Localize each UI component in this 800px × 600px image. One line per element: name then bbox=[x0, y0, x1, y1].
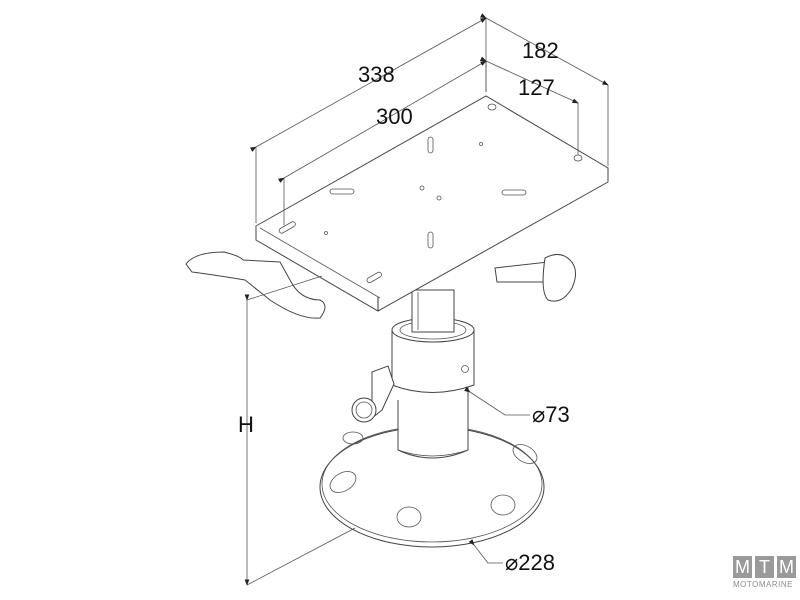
seat-mount-plate bbox=[254, 95, 610, 312]
lock-knob bbox=[494, 254, 576, 302]
logo-letter: M bbox=[777, 556, 796, 578]
column-sleeve bbox=[391, 289, 475, 393]
dim-outer-length: 338 bbox=[358, 62, 395, 87]
swivel-lever bbox=[185, 251, 326, 319]
logo-letter: T bbox=[755, 556, 774, 578]
height-lever bbox=[351, 365, 395, 423]
dim-inner-length: 300 bbox=[376, 104, 413, 129]
dim-column-diameter: ⌀73 bbox=[532, 402, 570, 427]
dim-base-diameter: ⌀228 bbox=[505, 550, 555, 575]
logo-text: MOTOMARINE bbox=[733, 580, 793, 589]
dim-height: H bbox=[238, 412, 254, 437]
dim-outer-width: 182 bbox=[522, 38, 559, 63]
dimension-lines bbox=[244, 13, 609, 586]
logo-letter: M bbox=[733, 556, 752, 578]
motomarine-logo: M T M MOTOMARINE bbox=[733, 556, 797, 589]
dim-inner-width: 127 bbox=[518, 75, 555, 100]
lower-column bbox=[397, 380, 469, 459]
